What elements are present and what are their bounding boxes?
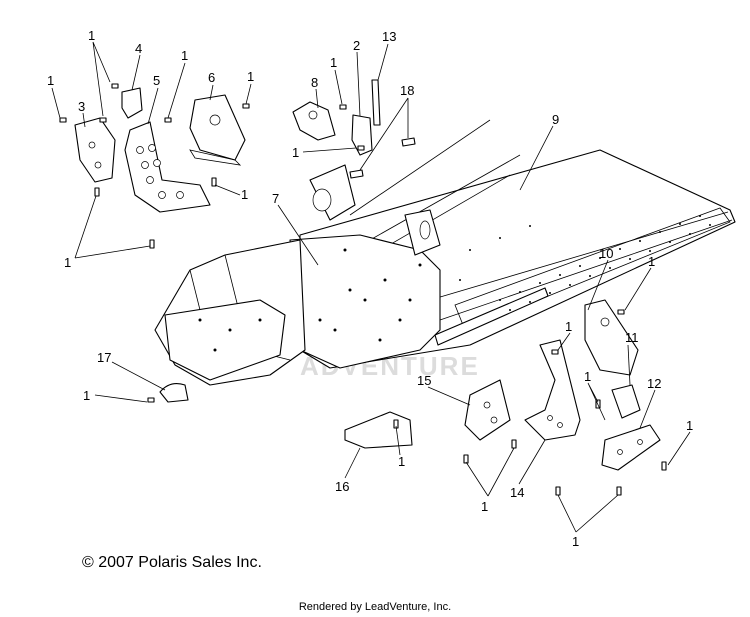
part-15-bracket xyxy=(464,379,511,441)
callout-1: 1 xyxy=(247,69,254,84)
callout-1: 1 xyxy=(648,254,655,269)
callout-1: 1 xyxy=(584,369,591,384)
part-10-cover xyxy=(584,299,639,376)
callout-10: 10 xyxy=(599,246,613,261)
callout-1: 1 xyxy=(64,255,71,270)
callout-11: 11 xyxy=(625,330,639,345)
copyright-notice: © 2007 Polaris Sales Inc. xyxy=(82,554,262,571)
part-13-strap xyxy=(371,79,381,126)
callout-14: 14 xyxy=(510,485,524,500)
callout-1: 1 xyxy=(330,55,337,70)
callout-1: 1 xyxy=(686,418,693,433)
part-16-plate xyxy=(344,411,413,449)
part-6-bracket xyxy=(189,94,246,166)
callout-16: 16 xyxy=(335,479,349,494)
part-11-plate xyxy=(611,384,641,419)
callout-4: 4 xyxy=(135,41,142,56)
callout-15: 15 xyxy=(417,373,431,388)
callout-1: 1 xyxy=(88,28,95,43)
callout-1: 1 xyxy=(398,454,405,469)
callout-1: 1 xyxy=(181,48,188,63)
callout-9: 9 xyxy=(552,112,559,127)
part-14-footrest xyxy=(524,339,581,441)
part-3-bracket xyxy=(74,117,116,183)
callout-labels: 1 1 3 4 5 1 6 1 1 1 7 8 1 2 13 18 1 9 10… xyxy=(47,28,693,549)
chassis-frame xyxy=(154,119,736,386)
callout-1: 1 xyxy=(47,73,54,88)
rendered-by-footer: Rendered by LeadVenture, Inc. xyxy=(298,601,452,613)
part-18-tabs xyxy=(349,137,416,179)
callout-2: 2 xyxy=(353,38,360,53)
part-8-bracket xyxy=(292,101,336,141)
callout-6: 6 xyxy=(208,70,215,85)
part-17-cover xyxy=(159,383,189,403)
callout-1: 1 xyxy=(572,534,579,549)
callout-7: 7 xyxy=(272,191,279,206)
callout-1: 1 xyxy=(83,388,90,403)
callout-18: 18 xyxy=(400,83,414,98)
callout-12: 12 xyxy=(647,376,661,391)
part-2-bracket xyxy=(351,114,373,156)
callout-1: 1 xyxy=(565,319,572,334)
part-4-bracket xyxy=(121,87,143,119)
callout-3: 3 xyxy=(78,99,85,114)
leader-lines xyxy=(51,41,691,533)
part-5-plate xyxy=(124,121,211,213)
callout-13: 13 xyxy=(382,29,396,44)
callout-1: 1 xyxy=(481,499,488,514)
part-12-plate xyxy=(601,424,661,471)
callout-17: 17 xyxy=(97,350,111,365)
callout-1: 1 xyxy=(292,145,299,160)
callout-1: 1 xyxy=(241,187,248,202)
callout-8: 8 xyxy=(311,75,318,90)
callout-5: 5 xyxy=(153,73,160,88)
